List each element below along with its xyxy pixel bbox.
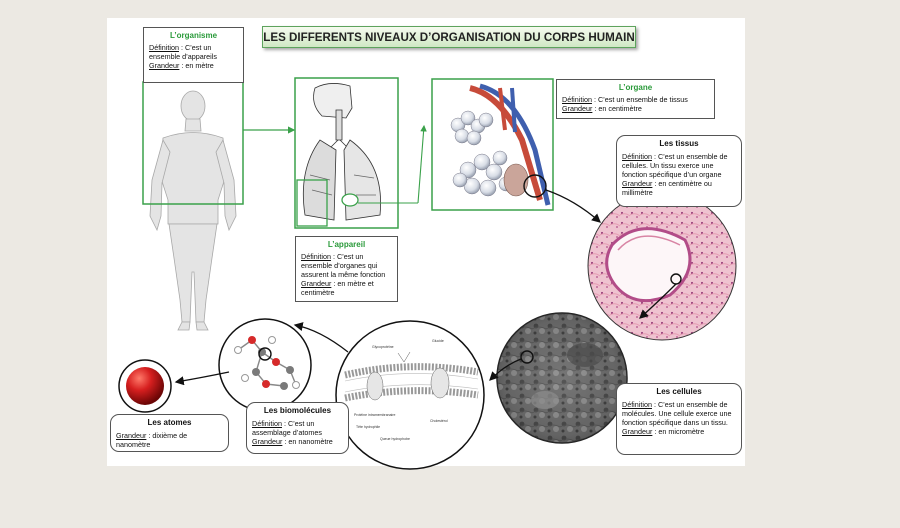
organe-def-label: Définition	[562, 95, 592, 104]
cellules-size-text: : en micromètre	[652, 427, 705, 436]
biomolecules-size-text: : en nanomètre	[282, 437, 333, 446]
membrane-diagram	[335, 320, 485, 470]
organisme-title: L’organisme	[169, 31, 218, 40]
organisme-size-text: : en mètre	[179, 61, 214, 70]
biomolecules-def-label: Définition	[252, 419, 282, 428]
cellules-size-label: Grandeur	[622, 427, 653, 436]
atom-diagram	[118, 359, 172, 413]
organisme-def-label: Définition	[149, 43, 179, 52]
biomolecules-card: Les biomolécules Définition : C’est un a…	[246, 402, 349, 454]
atomes-title: Les atomes	[147, 418, 192, 427]
biomolecule-zoom-circle	[258, 347, 272, 361]
organe-title: L’organe	[618, 83, 653, 92]
cell-micrograph	[496, 312, 628, 444]
appareil-def-text: : C’est un ensemble d’organes qui assure…	[301, 252, 386, 279]
membrane-label: Glucide	[432, 339, 444, 343]
atomes-size-label: Grandeur	[116, 431, 147, 440]
cellules-def-label: Définition	[622, 400, 652, 409]
appareil-size-label: Grandeur	[301, 279, 332, 288]
arrow-appareil-organe	[417, 124, 427, 204]
appareil-card: L’appareil Définition : C’est un ensembl…	[295, 236, 398, 302]
human-body-figure	[149, 90, 237, 331]
organe-def-text: : C’est un ensemble de tissus	[591, 95, 688, 104]
arrow-membrane-biomolecule	[293, 322, 349, 353]
cell-zoom-circle	[520, 350, 534, 364]
tissus-def-label: Définition	[622, 152, 652, 161]
tissus-size-label: Grandeur	[622, 179, 653, 188]
biomolecules-size-label: Grandeur	[252, 437, 283, 446]
arrow-organe-tissus	[545, 189, 601, 223]
lung-detail-frame	[296, 179, 328, 227]
cellules-def-text: : C’est un ensemble de molécules. Une ce…	[622, 400, 732, 427]
membrane-label: Queue hydrophobe	[380, 437, 410, 441]
membrane-label: Tête hydrophile	[356, 425, 380, 429]
organisme-size-label: Grandeur	[149, 61, 180, 70]
tissus-size-text: : en centimètre ou millimètre	[622, 179, 712, 197]
respiratory-system-drawing	[302, 83, 381, 221]
organe-size-text: : en centimètre	[592, 104, 642, 113]
membrane-label: Protéine intramembranaire	[354, 413, 395, 417]
cellules-card: Les cellules Définition : C’est un ensem…	[616, 383, 742, 455]
tissus-card: Les tissus Définition : C’est un ensembl…	[616, 135, 742, 207]
biomolecules-def-text: : C’est un assemblage d’atomes	[252, 419, 322, 437]
appareil-title: L’appareil	[327, 240, 366, 249]
cellules-title: Les cellules	[656, 387, 702, 396]
membrane-label: Cholestérol	[430, 419, 448, 423]
tissus-title: Les tissus	[659, 139, 699, 148]
alveoli-drawing	[450, 83, 551, 206]
atomes-card: Les atomes Grandeur : dixième de nanomèt…	[110, 414, 229, 452]
arrow-biomolecule-atome	[174, 371, 230, 386]
appareil-size-text: : en mètre et centimètre	[301, 279, 374, 297]
membrane-label: Glycoprotéine	[372, 345, 394, 349]
atomes-size-text: : dixième de nanomètre	[116, 431, 188, 449]
biomolecules-title: Les biomolécules	[263, 406, 332, 415]
tissue-micrograph	[587, 191, 737, 341]
organe-size-label: Grandeur	[562, 104, 593, 113]
alveolus-zoom-circle	[523, 174, 547, 198]
arrow-tissus-cellules	[639, 283, 677, 319]
organe-card: L’organe Définition : C’est un ensemble …	[556, 79, 715, 119]
organisme-def-text: : C’est un ensemble d’appareils	[149, 43, 217, 61]
organisme-card: L’organisme Définition : C’est un ensemb…	[143, 27, 244, 83]
tissus-def-text: : C’est un ensemble de cellules. Un tiss…	[622, 152, 728, 179]
arrow-cellules-membrane	[489, 358, 522, 381]
page-title: LES DIFFERENTS NIVEAUX D’ORGANISATION DU…	[262, 26, 636, 48]
appareil-def-label: Définition	[301, 252, 331, 261]
